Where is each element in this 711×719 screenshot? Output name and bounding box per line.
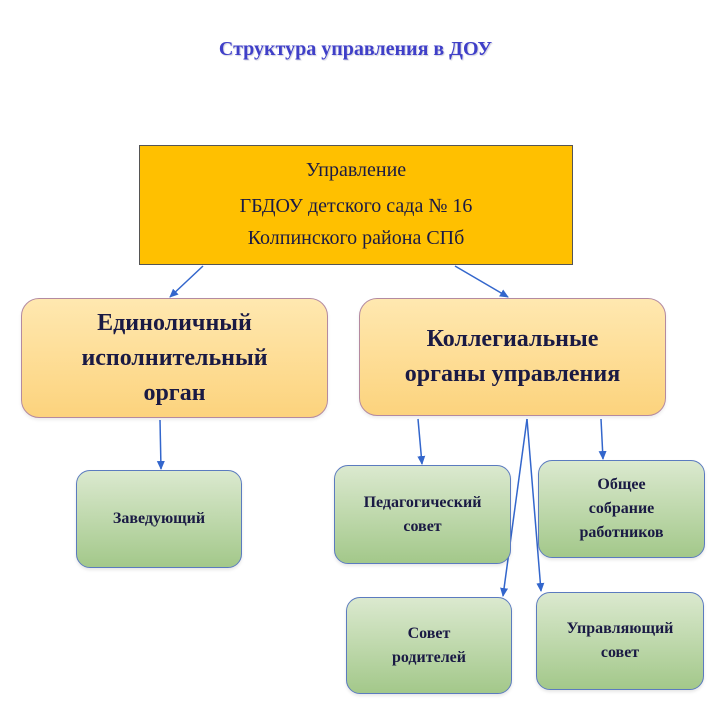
collegial-line2: органы управления	[404, 361, 621, 387]
meeting-line3: работников	[579, 524, 664, 541]
top-node-line1: Управление	[305, 159, 407, 181]
diagram-title: Структура управления в ДОУ	[218, 38, 493, 60]
arrow-collegial-to-meeting	[598, 418, 607, 460]
arrow-top-to-sole	[169, 265, 204, 298]
sole-body-line1: Единоличный	[97, 309, 252, 336]
arrow-collegial-to-pedagogical	[417, 418, 426, 465]
collegial-bodies-node: Коллегиальные органы управления	[359, 298, 666, 416]
pedagogical-council-node: Педагогический совет	[334, 465, 511, 564]
pedagogical-line2: совет	[403, 517, 442, 535]
meeting-line2: собрание	[588, 500, 655, 517]
top-node-line3: Колпинского района СПб	[247, 227, 465, 249]
pedagogical-line1: Педагогический	[363, 493, 482, 511]
arrow-sole-to-head	[156, 419, 165, 470]
meeting-line1: Общее	[597, 476, 646, 493]
sole-body-line2: исполнительный	[81, 344, 268, 371]
sole-body-line3: орган	[143, 379, 206, 406]
general-meeting-node: Общее собрание работников	[538, 460, 705, 558]
sole-executive-body-node: Единоличный исполнительный орган	[21, 298, 328, 418]
parents-line1: Совет	[407, 624, 451, 642]
head-label: Заведующий	[112, 510, 206, 527]
governing-council-node: Управляющий совет	[536, 592, 704, 690]
parents-line2: родителей	[391, 648, 466, 666]
arrow-top-to-collegial	[454, 265, 509, 298]
top-node-management: Управление ГБДОУ детского сада № 16 Колп…	[139, 145, 573, 265]
governing-line1: Управляющий	[566, 620, 674, 637]
head-node: Заведующий	[76, 470, 242, 568]
governing-line2: совет	[600, 644, 640, 661]
collegial-line1: Коллегиальные	[426, 326, 599, 352]
top-node-line2: ГБДОУ детского сада № 16	[239, 195, 473, 217]
parents-council-node: Совет родителей	[346, 597, 512, 694]
